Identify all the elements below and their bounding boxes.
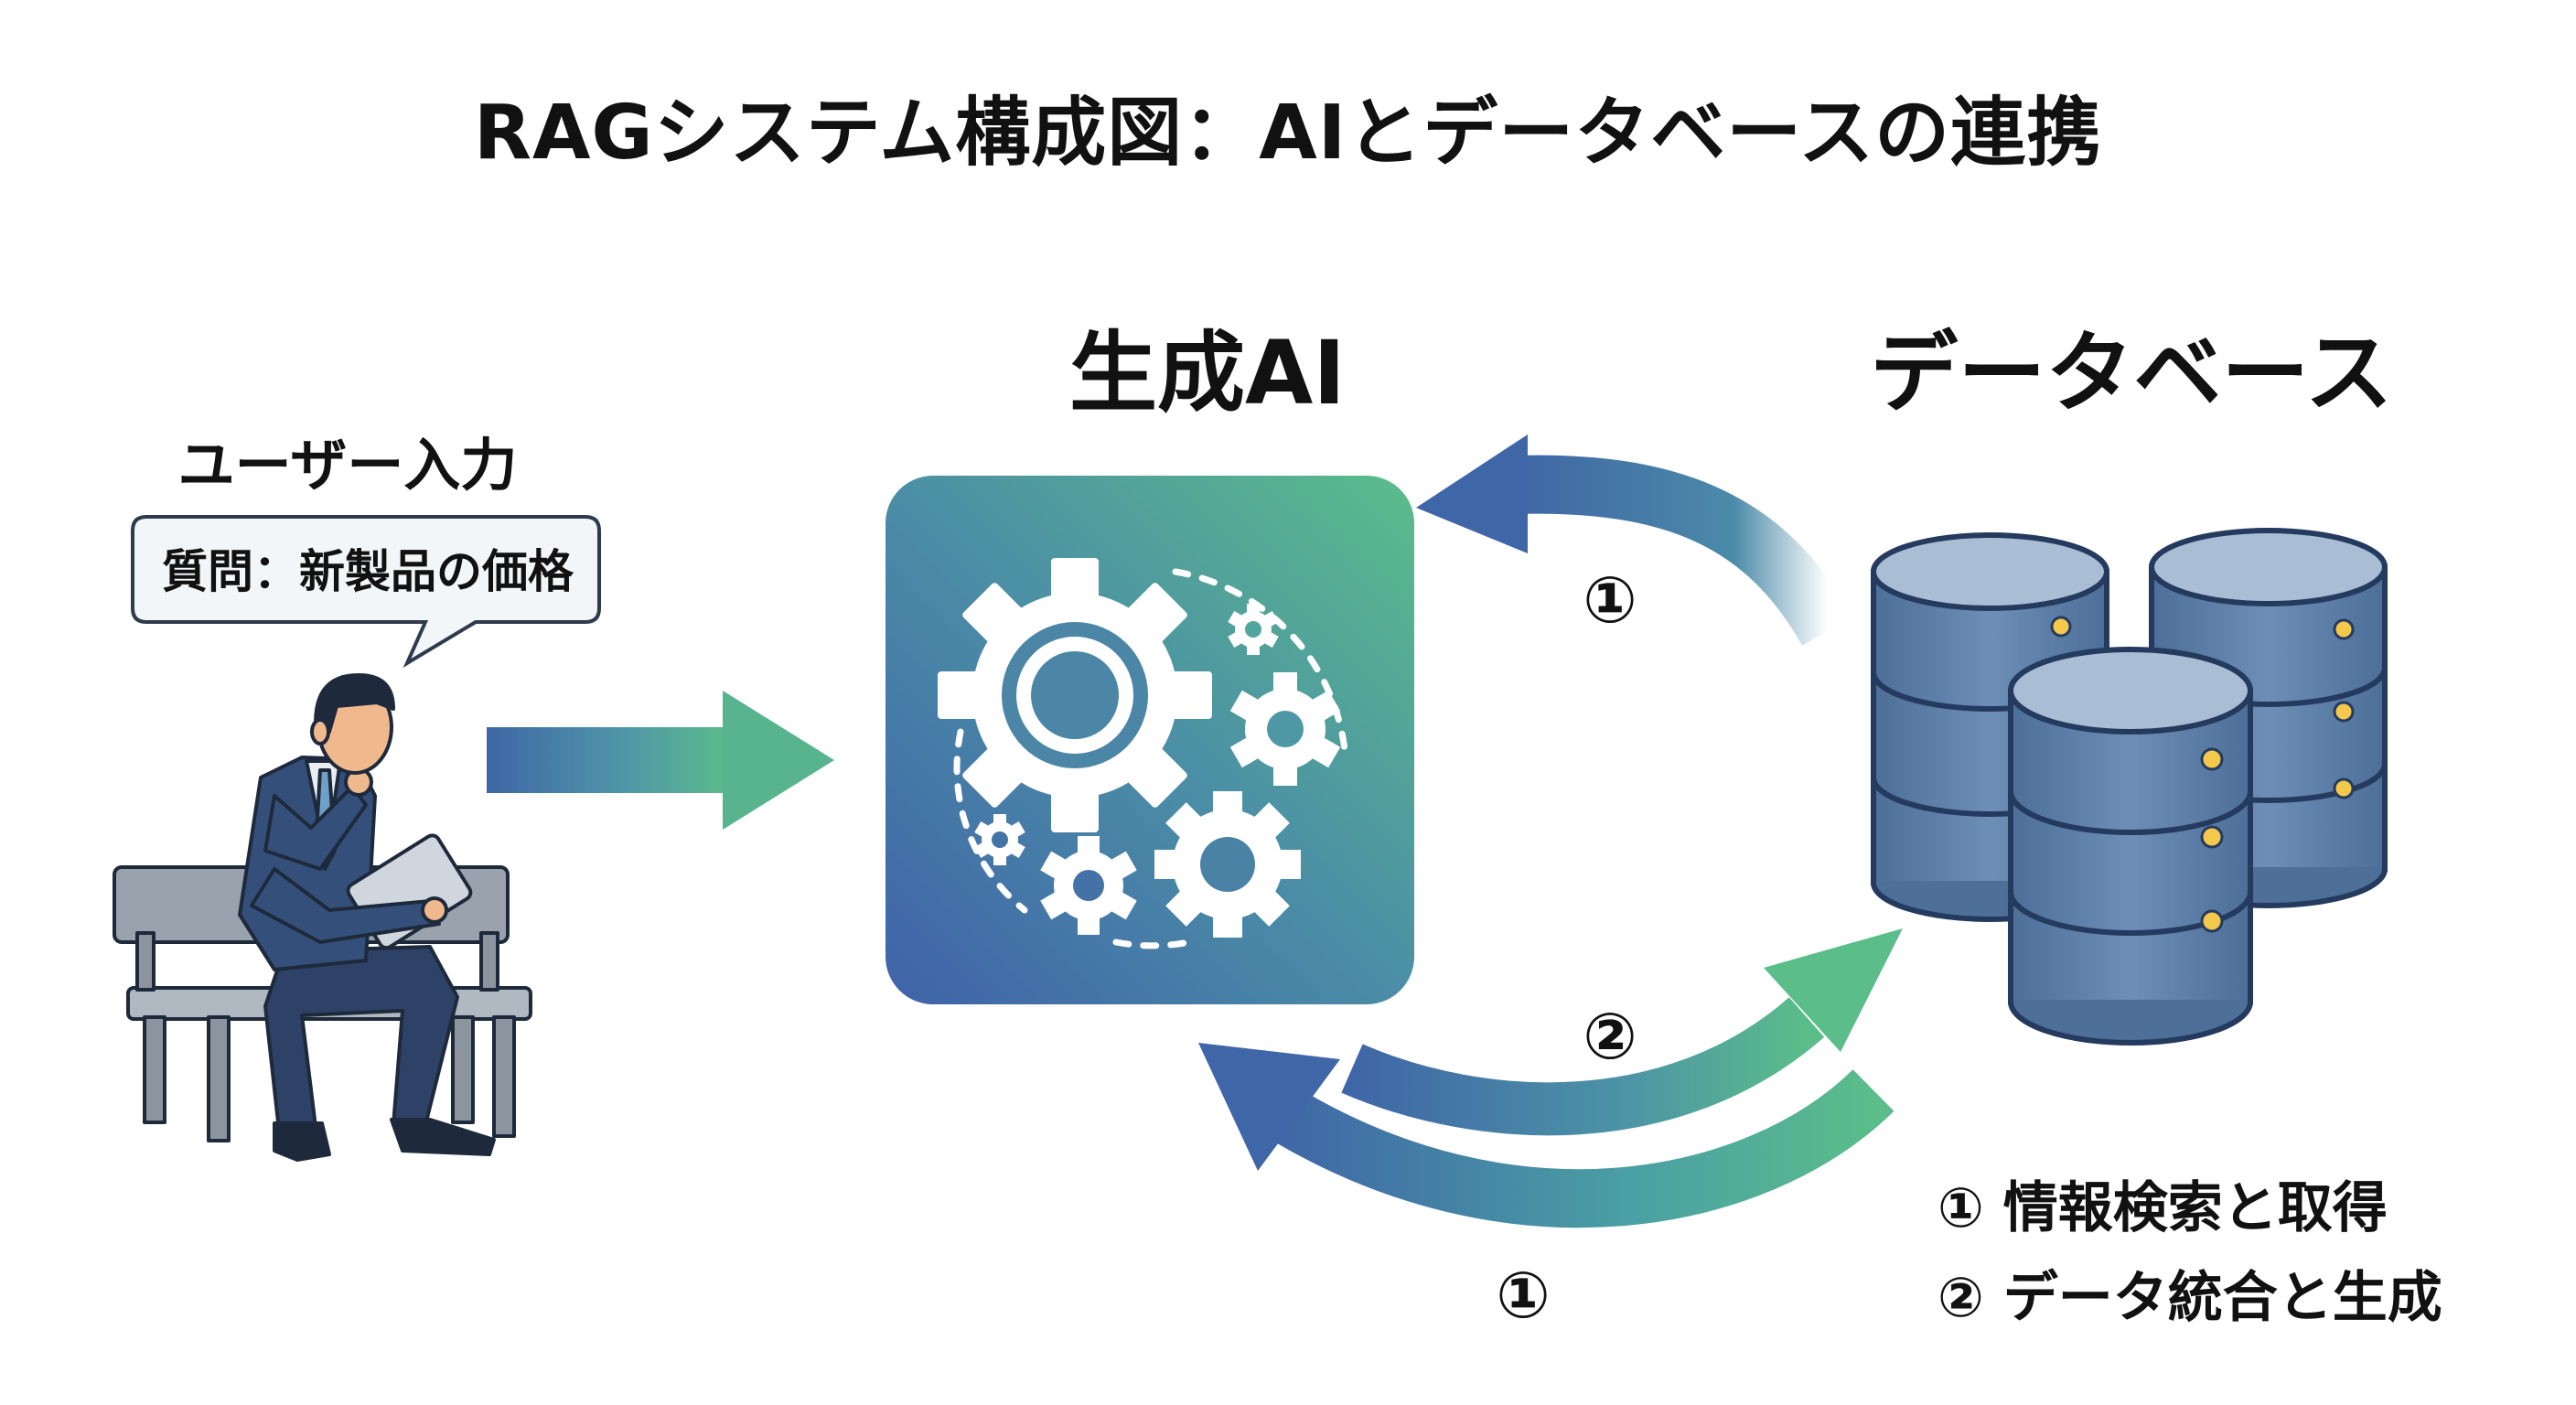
step-label-bottom: ① — [1496, 1258, 1551, 1333]
integration-arrow-middle — [1341, 928, 1903, 1136]
legend-item-generation: ② データ統合と生成 — [1937, 1266, 2442, 1330]
ai-heading: 生成AI — [1068, 322, 1346, 424]
gears-icon — [938, 558, 1348, 949]
question-text: 質問：新製品の価格 — [162, 545, 574, 598]
database-heading: データベース — [1870, 322, 2393, 424]
legend-item-retrieval: ① 情報検索と取得 — [1937, 1176, 2388, 1240]
retrieval-arrow-bottom — [1198, 1043, 1894, 1228]
database-stack-icon — [1871, 528, 2388, 1046]
retrieval-arrow-top — [1416, 434, 1853, 647]
step-label-top: ① — [1583, 563, 1637, 638]
step-label-middle: ② — [1583, 999, 1637, 1074]
user-input-heading: ユーザー入力 — [177, 432, 518, 499]
businessman-reading-tablet-icon — [113, 673, 532, 1162]
speech-bubble — [131, 515, 601, 668]
page-title: RAGシステム構成図：AIとデータベースの連携 — [473, 90, 2103, 177]
input-arrow — [487, 691, 834, 830]
